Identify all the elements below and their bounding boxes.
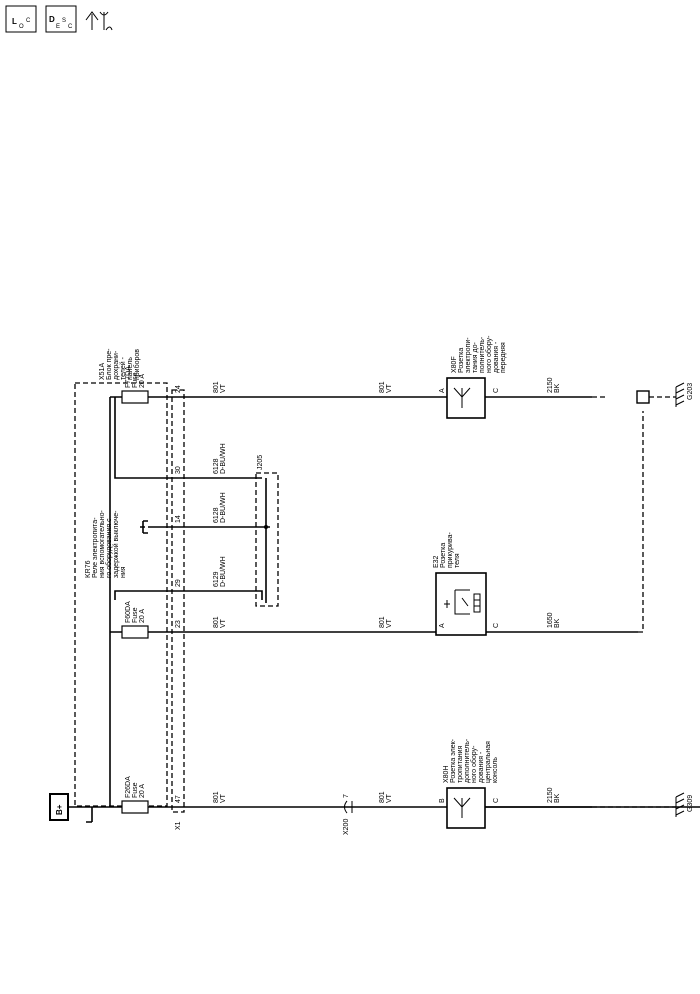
pin-24: 24 bbox=[175, 385, 182, 393]
fuse-block-outline bbox=[74, 382, 168, 807]
ground-g309-label: G309 bbox=[687, 795, 694, 812]
svg-text:B+: B+ bbox=[55, 804, 64, 815]
pin-23: 23 bbox=[175, 620, 182, 628]
relay-kr76-title: KR76 Реле электропита- ния вспомогательн… bbox=[85, 508, 127, 578]
connector-x200 bbox=[344, 800, 353, 814]
battery-b-plus: B+ bbox=[49, 793, 69, 821]
connector-x200-pin: 7 bbox=[343, 794, 350, 798]
description-icon[interactable]: D E S C bbox=[45, 5, 77, 33]
pin-14: 14 bbox=[175, 515, 182, 523]
svg-text:D: D bbox=[49, 15, 55, 24]
svg-text:801VT: 801VT bbox=[379, 791, 393, 803]
svg-text:C: C bbox=[26, 18, 31, 24]
svg-text:O: O bbox=[19, 24, 24, 30]
svg-text:F26DA Fuse 20 A: F26DA Fuse 20 A bbox=[125, 775, 146, 798]
svg-text:2150BK: 2150BK bbox=[547, 377, 561, 393]
splice-j205-label: J205 bbox=[257, 455, 264, 470]
up-arrow-wrench-icon[interactable] bbox=[85, 11, 113, 31]
lighter-e32-title: E32 Розетка прикурива- теля bbox=[433, 530, 461, 568]
svg-text:C: C bbox=[493, 798, 500, 803]
connector-x1-label: X1 bbox=[175, 821, 182, 830]
svg-text:B: B bbox=[439, 798, 446, 803]
svg-text:6128D-BU/WH: 6128D-BU/WH bbox=[213, 492, 227, 523]
svg-text:E: E bbox=[56, 24, 60, 30]
relay-kr76 bbox=[140, 520, 270, 534]
outlet-x80h-title: X80H Розетка элек- тропитания дополнител… bbox=[443, 737, 499, 783]
svg-text:801VT: 801VT bbox=[213, 791, 227, 803]
location-icon[interactable]: L O C bbox=[5, 5, 37, 33]
fuse-block-title: X51A Блок пре- дохрани- телей - панель п… bbox=[99, 347, 141, 380]
pin-29: 29 bbox=[175, 579, 182, 587]
svg-text:S: S bbox=[62, 18, 66, 24]
connector-x200-label: X200 bbox=[343, 819, 350, 835]
splice-j205-outline bbox=[255, 472, 279, 607]
ground-g203-label: G203 bbox=[687, 383, 694, 400]
location-icon-letter: L bbox=[12, 17, 17, 26]
pin-30: 30 bbox=[175, 466, 182, 474]
ground-g203-icon bbox=[675, 382, 685, 407]
lighter-e32 bbox=[435, 572, 487, 636]
ground-g309-icon bbox=[675, 792, 685, 817]
svg-text:6128D-BU/WH: 6128D-BU/WH bbox=[213, 443, 227, 474]
svg-text:A: A bbox=[439, 388, 446, 393]
fuse-f60da bbox=[121, 625, 149, 639]
svg-text:6129D-BU/WH: 6129D-BU/WH bbox=[213, 556, 227, 587]
fuse-f77da bbox=[121, 390, 149, 404]
pin-47: 47 bbox=[175, 795, 182, 803]
svg-text:F77DA Fuse 20 A: F77DA Fuse 20 A bbox=[125, 365, 146, 388]
svg-text:C: C bbox=[493, 388, 500, 393]
svg-text:801VT: 801VT bbox=[213, 616, 227, 628]
svg-text:801VT: 801VT bbox=[379, 616, 393, 628]
svg-text:C: C bbox=[493, 623, 500, 628]
svg-text:C: C bbox=[68, 24, 73, 30]
svg-text:801VT: 801VT bbox=[213, 381, 227, 393]
connector-x1-outline bbox=[171, 389, 185, 813]
outlet-x80h bbox=[446, 787, 486, 829]
svg-text:801VT: 801VT bbox=[379, 381, 393, 393]
fuse-f26da bbox=[121, 800, 149, 814]
svg-text:2150BK: 2150BK bbox=[547, 787, 561, 803]
outlet-x80f bbox=[446, 377, 486, 419]
svg-text:F60DA Fuse 20 A: F60DA Fuse 20 A bbox=[125, 600, 146, 623]
outlet-x80f-title: X80F Розетка электропи- тания до- полнит… bbox=[451, 334, 507, 373]
svg-text:1650BK: 1650BK bbox=[547, 612, 561, 628]
svg-text:A: A bbox=[439, 623, 446, 628]
ground-junction-g203 bbox=[636, 390, 650, 404]
